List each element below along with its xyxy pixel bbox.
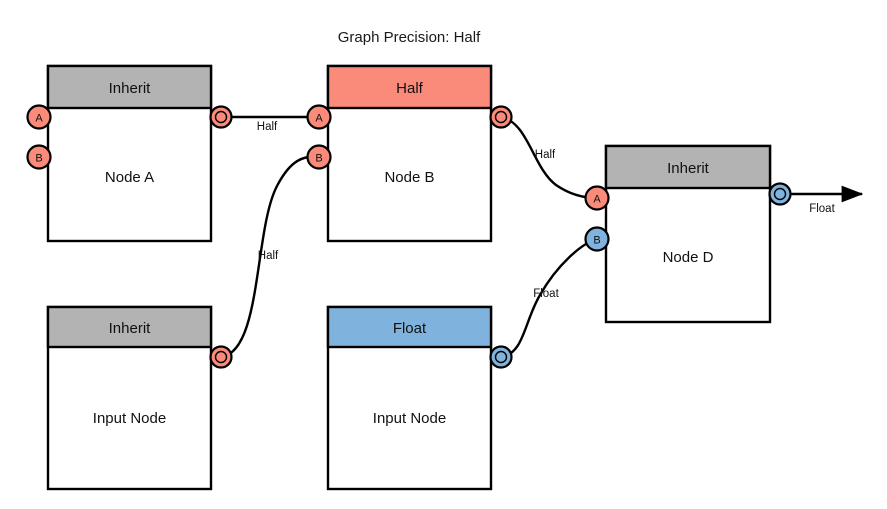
edge-b-to-d[interactable] bbox=[500, 115, 598, 200]
page-title: Graph Precision: Half bbox=[338, 29, 481, 46]
node-a-port-in-a-label: A bbox=[35, 113, 43, 125]
input-node-left-port-out-o[interactable]: O bbox=[209, 345, 233, 369]
edge-label-inputleft-to-b: Half bbox=[258, 250, 279, 262]
node-b-port-out-o[interactable]: O bbox=[489, 105, 513, 129]
node-d-port-in-a-label: A bbox=[593, 194, 601, 206]
node-d[interactable]: Inherit Node D A B O bbox=[584, 144, 792, 324]
input-node-left-body-label: Input Node bbox=[93, 410, 166, 427]
node-d-body-label: Node D bbox=[663, 249, 714, 266]
node-b-port-in-a[interactable]: A bbox=[306, 104, 332, 130]
node-d-header-label: Inherit bbox=[667, 160, 710, 177]
node-b-body-label: Node B bbox=[384, 169, 434, 186]
node-b-header-label: Half bbox=[396, 80, 424, 97]
node-a-port-out-o[interactable]: O bbox=[209, 105, 233, 129]
node-b[interactable]: Half Node B A B O bbox=[306, 64, 513, 243]
input-node-middle-port-out-o[interactable]: O bbox=[489, 345, 513, 369]
edge-layer: Half Half Half Float Float bbox=[220, 115, 864, 359]
edge-label-b-to-d: Half bbox=[535, 149, 556, 161]
node-d-header bbox=[604, 144, 772, 190]
edge-inputmid-to-d[interactable] bbox=[500, 237, 598, 359]
input-node-left-header bbox=[46, 305, 213, 349]
edge-label-d-output: Float bbox=[809, 203, 835, 215]
edge-label-inputmid-to-d: Float bbox=[533, 288, 559, 300]
node-d-port-in-a[interactable]: A bbox=[584, 185, 610, 211]
edge-inputleft-to-b[interactable] bbox=[220, 155, 310, 359]
node-d-port-in-b[interactable]: B bbox=[584, 226, 610, 252]
input-node-left[interactable]: Inherit Input Node O bbox=[46, 305, 233, 491]
input-node-left-header-label: Inherit bbox=[109, 320, 152, 337]
input-node-middle-body-label: Input Node bbox=[373, 410, 446, 427]
input-node-middle-header-label: Float bbox=[393, 320, 427, 337]
node-b-header bbox=[326, 64, 493, 110]
node-a-port-in-a[interactable]: A bbox=[26, 104, 52, 130]
input-node-middle[interactable]: Float Input Node O bbox=[326, 305, 513, 491]
node-b-port-in-b[interactable]: B bbox=[306, 144, 332, 170]
node-d-port-out-o[interactable]: O bbox=[768, 182, 792, 206]
node-a[interactable]: Inherit Node A A B O bbox=[26, 64, 233, 243]
node-b-port-in-b-label: B bbox=[315, 153, 322, 165]
node-a-body-label: Node A bbox=[105, 169, 154, 186]
edge-label-a-to-b: Half bbox=[257, 121, 278, 133]
node-a-header bbox=[46, 64, 213, 110]
node-d-port-in-b-label: B bbox=[593, 235, 600, 247]
node-a-port-in-b[interactable]: B bbox=[26, 144, 52, 170]
node-b-port-in-a-label: A bbox=[315, 113, 323, 125]
node-a-header-label: Inherit bbox=[109, 80, 152, 97]
node-a-port-in-b-label: B bbox=[35, 153, 42, 165]
input-node-middle-header bbox=[326, 305, 493, 349]
